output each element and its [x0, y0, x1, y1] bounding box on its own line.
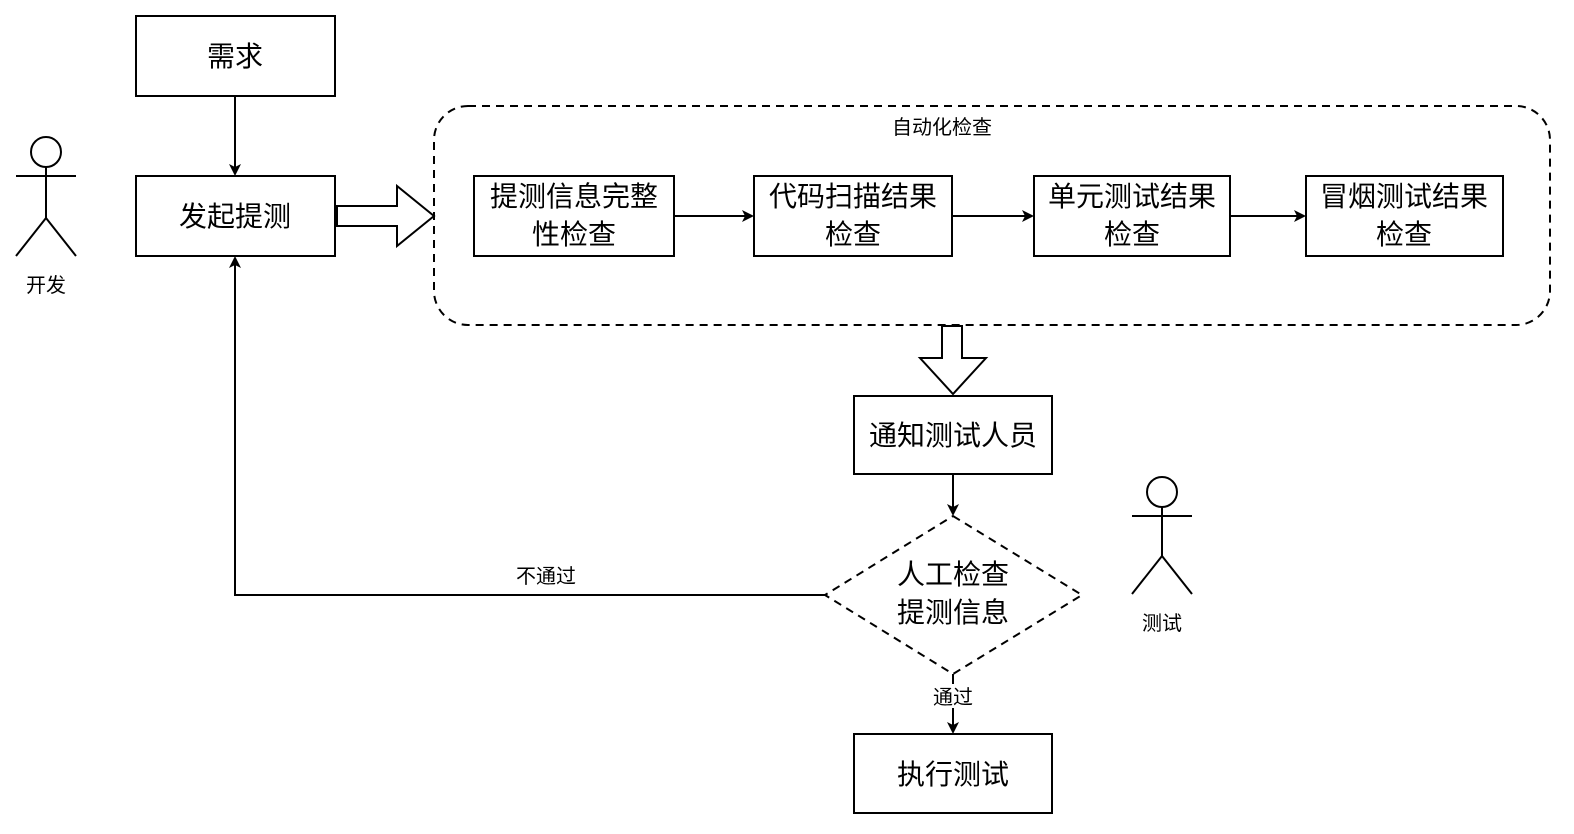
smoke-test-node[interactable]: 冒烟测试结果 检查	[1305, 175, 1504, 257]
notify-tester-node[interactable]: 通知测试人员	[853, 395, 1053, 475]
submit-test-label: 发起提测	[179, 200, 291, 233]
pass-label-background	[930, 684, 976, 708]
submit-test-node[interactable]: 发起提测	[135, 175, 336, 257]
manual-check-decision[interactable]: 人工检查 提测信息	[823, 514, 1084, 676]
requirement-node[interactable]: 需求	[135, 15, 336, 97]
code-scan-label-line2: 检查	[825, 218, 881, 251]
smoke-test-label-line1: 冒烟测试结果	[1320, 180, 1488, 213]
notify-tester-label: 通知测试人员	[869, 419, 1037, 452]
execute-test-node[interactable]: 执行测试	[853, 733, 1053, 814]
code-scan-label-line1: 代码扫描结果	[769, 180, 937, 213]
requirement-label: 需求	[207, 40, 263, 73]
smoke-test-label-line2: 检查	[1376, 218, 1432, 251]
developer-actor-label: 开发	[26, 273, 66, 297]
auto-check-group: 自动化检查	[433, 105, 1551, 326]
pass-edge-label: 通过	[933, 685, 973, 709]
tester-actor-icon	[1131, 476, 1193, 595]
info-completeness-node[interactable]: 提测信息完整 性检查	[473, 175, 675, 257]
block-arrow-down-icon	[917, 325, 989, 396]
tester-actor-label: 测试	[1142, 611, 1182, 635]
manual-check-label-line2: 提测信息	[897, 596, 1009, 629]
fail-edge-label: 不通过	[516, 564, 576, 588]
info-completeness-label-line2: 性检查	[532, 218, 616, 251]
edge-fail-to-submit	[229, 256, 825, 596]
block-arrow-right-icon	[336, 183, 436, 249]
developer-actor-icon	[15, 136, 77, 257]
info-completeness-label-line1: 提测信息完整	[490, 180, 658, 213]
code-scan-node[interactable]: 代码扫描结果 检查	[753, 175, 953, 257]
unit-test-label-line1: 单元测试结果	[1048, 180, 1216, 213]
manual-check-label-line1: 人工检查	[897, 558, 1009, 591]
execute-test-label: 执行测试	[897, 758, 1009, 791]
unit-test-node[interactable]: 单元测试结果 检查	[1033, 175, 1231, 257]
auto-check-group-title: 自动化检查	[892, 115, 992, 139]
unit-test-label-line2: 检查	[1104, 218, 1160, 251]
